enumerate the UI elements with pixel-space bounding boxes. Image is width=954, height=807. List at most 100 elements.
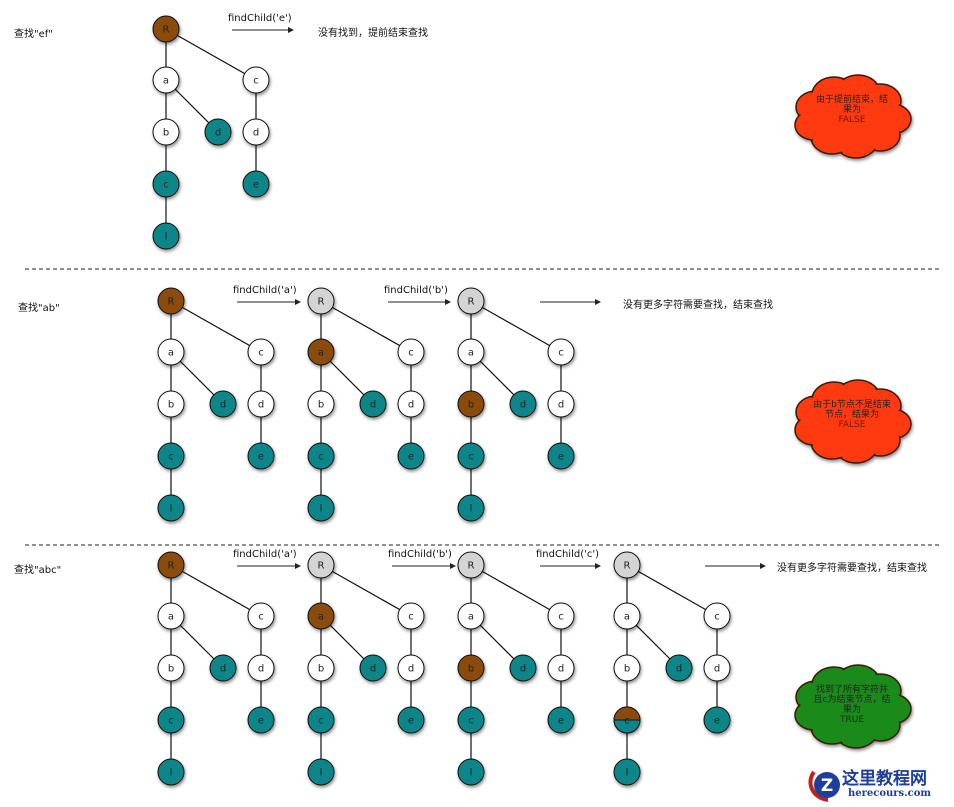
node-label: e xyxy=(408,452,414,463)
cloud-message: 由于b节点不是结束节点，结果为 xyxy=(813,400,891,420)
find-child-label: findChild('b') xyxy=(384,285,448,296)
trie-node-b: b xyxy=(157,390,185,418)
node-label: d xyxy=(558,400,564,411)
node-label: e xyxy=(253,180,259,191)
result-text: 没有更多字符需要查找，结束查找 xyxy=(623,300,773,311)
trie-node-b: b xyxy=(457,654,485,682)
trie-node-e: e xyxy=(547,442,575,470)
node-label: a xyxy=(163,76,169,87)
trie-node-c1: c xyxy=(547,338,575,366)
node-label: d xyxy=(408,400,414,411)
tree-edge xyxy=(470,564,562,617)
node-label: b xyxy=(168,664,174,675)
node-label: c xyxy=(318,716,324,727)
find-child-label: findChild('b') xyxy=(388,549,452,560)
node-label: c xyxy=(258,612,264,623)
section-title: 查找"abc" xyxy=(14,565,62,576)
site-logo: Z 这里教程网 herecours.com xyxy=(808,764,954,806)
node-label: c xyxy=(318,452,324,463)
cloud-message: 找到了所有字符并且c为结束节点，结果为 xyxy=(813,685,891,715)
trie-node-a: a xyxy=(457,602,485,630)
node-label: l xyxy=(170,768,173,779)
trie-node-c2: c xyxy=(152,170,180,198)
node-label: c xyxy=(168,452,174,463)
node-label: a xyxy=(168,348,174,359)
trie-node-d1: d xyxy=(359,654,387,682)
trie-node-e: e xyxy=(247,442,275,470)
tree-edge xyxy=(626,564,718,617)
node-label: d xyxy=(676,664,682,675)
node-label: c xyxy=(168,716,174,727)
trie-node-b: b xyxy=(613,654,641,682)
node-label: d xyxy=(258,664,264,675)
node-label: b xyxy=(168,400,174,411)
node-label: d xyxy=(370,664,376,675)
trie-node-d1: d xyxy=(665,654,693,682)
node-label: a xyxy=(468,612,474,623)
trie-node-d2: d xyxy=(247,654,275,682)
node-label: b xyxy=(163,128,169,139)
trie-node-d1: d xyxy=(209,390,237,418)
node-label: d xyxy=(408,664,414,675)
logo-z-icon: Z xyxy=(808,770,840,802)
node-label: c xyxy=(714,612,720,623)
trie-node-a: a xyxy=(157,338,185,366)
trie-node-d2: d xyxy=(547,654,575,682)
node-label: b xyxy=(624,664,630,675)
trie-node-c1: c xyxy=(247,602,275,630)
trie-node-c1: c xyxy=(247,338,275,366)
node-label: e xyxy=(258,716,264,727)
node-label: R xyxy=(468,561,475,572)
node-label: d xyxy=(520,664,526,675)
trie-node-d1: d xyxy=(509,654,537,682)
trie-node-R: R xyxy=(152,15,180,43)
trie-node-e: e xyxy=(397,706,425,734)
trie-node-l: l xyxy=(457,494,485,522)
node-label: b xyxy=(468,664,474,675)
node-label: a xyxy=(318,348,324,359)
trie-node-c1: c xyxy=(703,602,731,630)
trie-node-l: l xyxy=(152,222,180,250)
trie-node-d1: d xyxy=(209,654,237,682)
cloud-result-value: FALSE xyxy=(838,420,866,430)
node-label: c xyxy=(558,612,564,623)
trie-node-R: R xyxy=(457,551,485,579)
trie-node-b: b xyxy=(152,118,180,146)
trie-node-e: e xyxy=(703,706,731,734)
trie-node-c1: c xyxy=(397,338,425,366)
node-label: l xyxy=(165,232,168,243)
trie-node-c1: c xyxy=(547,602,575,630)
node-label: d xyxy=(258,400,264,411)
trie-node-R: R xyxy=(157,551,185,579)
trie-node-b: b xyxy=(157,654,185,682)
trie-node-a: a xyxy=(152,66,180,94)
trie-node-c1: c xyxy=(397,602,425,630)
node-label: e xyxy=(558,452,564,463)
node-label: R xyxy=(318,297,325,308)
cloud-result-value: TRUE xyxy=(839,715,865,725)
cloud-result-value: FALSE xyxy=(838,115,866,125)
trie-node-e: e xyxy=(547,706,575,734)
node-label: c xyxy=(558,348,564,359)
node-label: c xyxy=(163,180,169,191)
tree-edge xyxy=(320,300,412,353)
find-child-label: findChild('a') xyxy=(233,285,297,296)
trie-node-a: a xyxy=(307,602,335,630)
trie-node-c2: c xyxy=(613,706,641,734)
node-label: e xyxy=(714,716,720,727)
node-label: c xyxy=(408,348,414,359)
node-label: R xyxy=(468,297,475,308)
trie-node-d2: d xyxy=(247,390,275,418)
trie-node-R: R xyxy=(307,287,335,315)
node-label: d xyxy=(714,664,720,675)
trie-node-c2: c xyxy=(307,706,335,734)
tree-edge xyxy=(165,28,257,81)
cloud-message: 由于提前结束，结果为 xyxy=(815,95,888,115)
trie-node-R: R xyxy=(613,551,641,579)
